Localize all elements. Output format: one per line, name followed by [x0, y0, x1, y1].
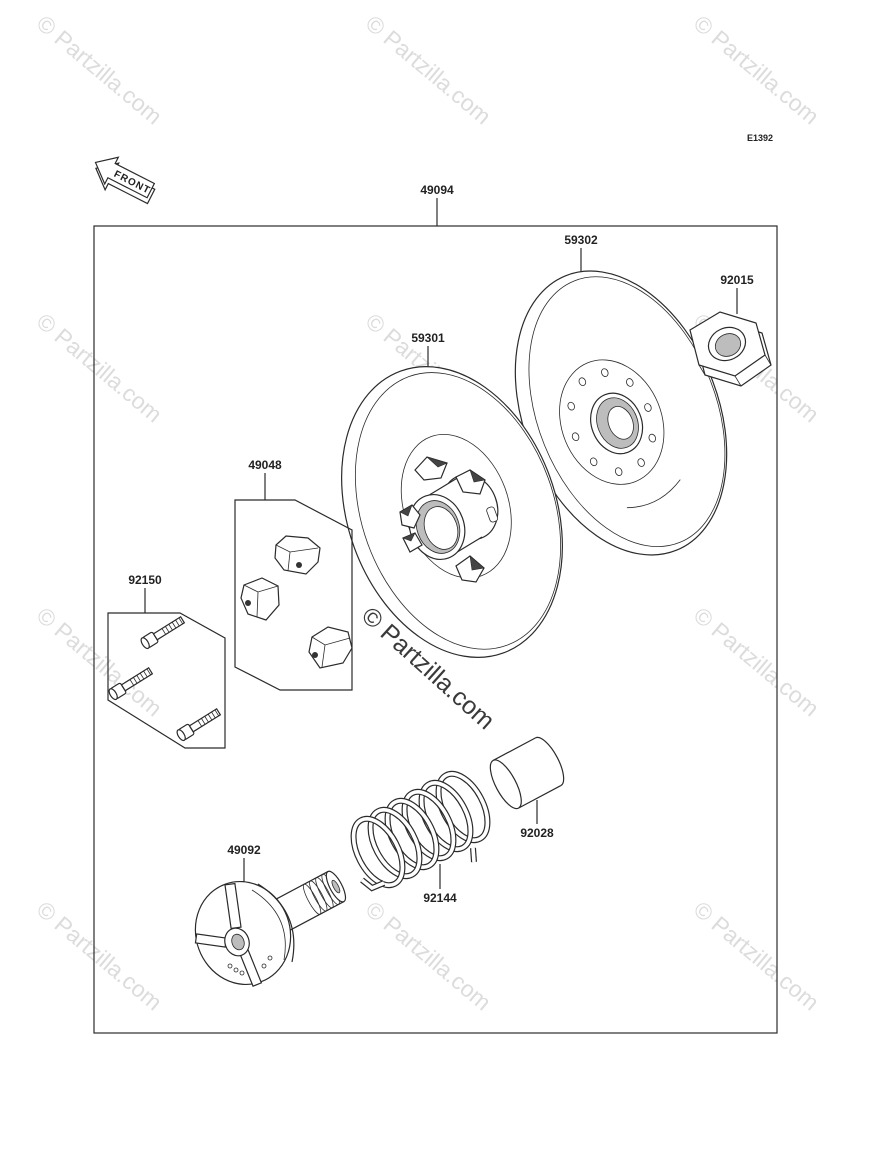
callout-label: 92028 — [520, 826, 554, 840]
cam — [194, 870, 347, 987]
callout-label: 92150 — [128, 573, 162, 587]
watermark: © Partzilla.com — [32, 896, 167, 1016]
bolt — [140, 616, 186, 650]
callout-label: 49094 — [420, 183, 454, 197]
nut — [689, 311, 772, 387]
watermark: © Partzilla.com — [32, 602, 167, 722]
watermark: © Partzilla.com — [689, 602, 824, 722]
assembly-frame — [93, 225, 778, 1034]
movable-sheave — [341, 366, 563, 658]
callout-label: 59301 — [411, 331, 445, 345]
slider-block — [240, 577, 280, 621]
watermark: © Partzilla.com — [32, 10, 167, 130]
fixed-sheave — [514, 270, 728, 556]
front-arrow-icon: FRONT — [94, 156, 156, 205]
watermark: © Partzilla.com — [689, 10, 824, 130]
bushing — [489, 736, 565, 810]
bolt — [176, 708, 222, 742]
bolt-set — [107, 612, 226, 749]
slider-block — [274, 535, 321, 575]
callout-label: 92144 — [423, 891, 457, 905]
bolt — [108, 667, 154, 701]
spring — [350, 770, 491, 892]
watermark: © Partzilla.com — [361, 10, 496, 130]
slider-set — [234, 499, 353, 691]
slider-block — [308, 626, 353, 669]
watermark: © Partzilla.com — [32, 308, 167, 428]
callout-label: 49092 — [227, 843, 261, 857]
callout-label: 59302 — [564, 233, 598, 247]
watermark: © Partzilla.com — [361, 896, 496, 1016]
diagram-ref-code: E1392 — [747, 133, 773, 143]
callout-label: 92015 — [720, 273, 754, 287]
watermark: © Partzilla.com — [689, 896, 824, 1016]
callout-label: 49048 — [248, 458, 282, 472]
